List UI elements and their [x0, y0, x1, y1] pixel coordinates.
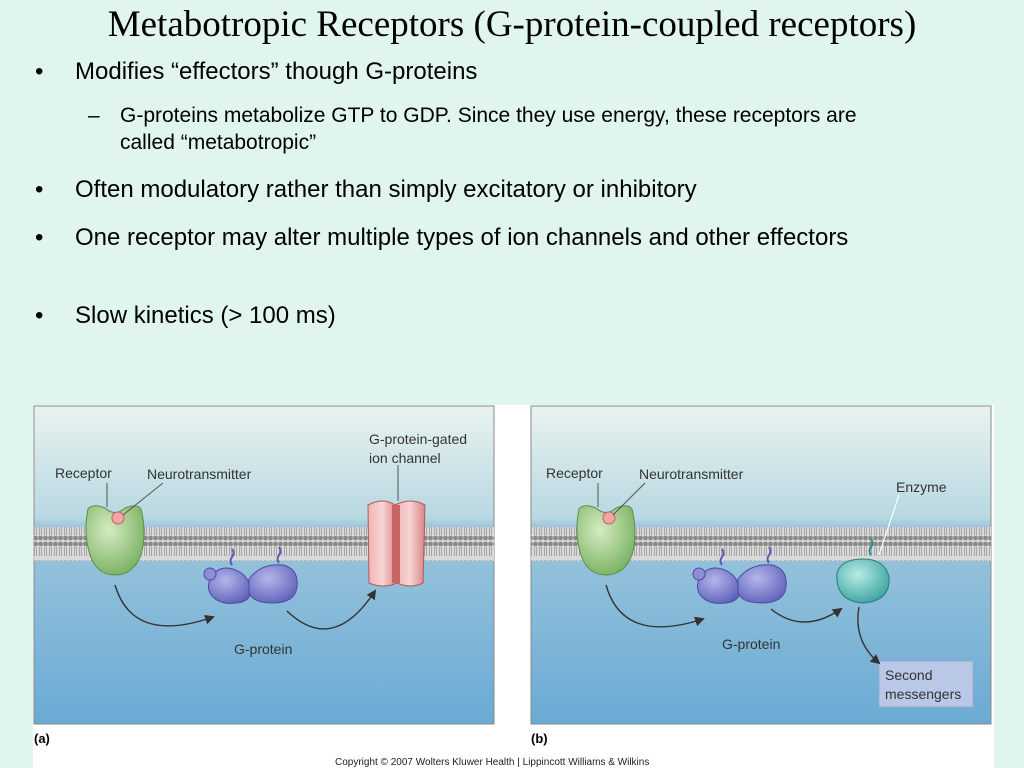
second-messengers-box: [878, 660, 974, 708]
panel-b: Receptor Neurotransmitter Enzyme G-prote…: [530, 405, 992, 746]
neurotransmitter-molecule: [602, 511, 616, 525]
neurotransmitter-label: Neurotransmitter: [639, 466, 744, 482]
gprotein-shape: [248, 564, 298, 604]
receptor-label: Receptor: [546, 465, 603, 481]
gpcr-figure: Receptor Neurotransmitter G-protein-gate…: [33, 405, 994, 768]
enzyme-label: Enzyme: [896, 479, 947, 495]
bullet-text: Modifies “effectors” though G-proteins: [75, 58, 478, 85]
neurotransmitter-molecule: [111, 511, 125, 525]
bullet-mark: –: [88, 104, 100, 127]
second-messengers-line2: messengers: [885, 686, 961, 702]
neurotransmitter-label: Neurotransmitter: [147, 466, 252, 482]
gprotein-shape: [696, 567, 740, 604]
gprotein-shape: [207, 567, 251, 604]
bullet-text: One receptor may alter multiple types of…: [75, 224, 849, 251]
bullet-item: • Often modulatory rather than simply ex…: [35, 175, 905, 205]
panel-b-letter: (b): [531, 731, 548, 746]
receptor-label: Receptor: [55, 465, 112, 481]
slide-title: Metabotropic Receptors (G-protein-couple…: [107, 4, 917, 45]
bullet-mark: •: [35, 302, 44, 329]
panel-a: Receptor Neurotransmitter G-protein-gate…: [33, 405, 495, 746]
bullet-text: Often modulatory rather than simply exci…: [75, 176, 697, 203]
sub-bullet-item: – G-proteins metabolize GTP to GDP. Sinc…: [88, 102, 900, 156]
bullet-mark: •: [35, 224, 44, 251]
channel-label-line2: ion channel: [369, 450, 441, 466]
bullet-item: • One receptor may alter multiple types …: [35, 223, 905, 253]
ion-channel: [367, 500, 426, 587]
second-messengers-line1: Second: [885, 667, 932, 683]
copyright-text: Copyright © 2007 Wolters Kluwer Health |…: [335, 757, 649, 768]
bullet-mark: •: [35, 176, 44, 203]
bullet-mark: •: [35, 58, 44, 85]
gprotein-label: G-protein: [722, 636, 780, 652]
bullet-text: Slow kinetics (> 100 ms): [75, 302, 336, 329]
gprotein-label: G-protein: [234, 641, 292, 657]
receptor-shape: [85, 505, 145, 576]
bullet-item: • Modifies “effectors” though G-proteins: [35, 57, 905, 87]
channel-label-line1: G-protein-gated: [369, 431, 467, 447]
panel-a-letter: (a): [34, 731, 50, 746]
bullet-item: • Slow kinetics (> 100 ms): [35, 301, 905, 331]
bullet-text: G-proteins metabolize GTP to GDP. Since …: [120, 104, 857, 154]
gprotein-shape: [737, 564, 787, 604]
enzyme: [836, 538, 890, 604]
receptor-shape: [576, 505, 636, 576]
